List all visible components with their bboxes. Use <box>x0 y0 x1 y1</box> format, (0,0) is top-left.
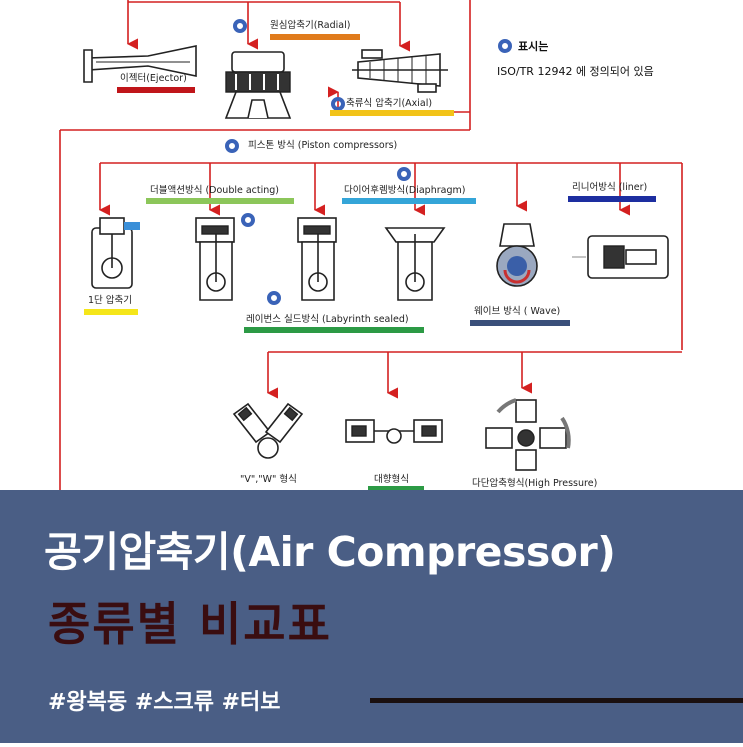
axial-color-bar <box>330 110 454 116</box>
axial-label: 축류식 압축기(Axial) <box>346 97 432 109</box>
ejector-color-bar <box>117 87 195 93</box>
radial-color-bar <box>270 34 360 40</box>
single-stage-label: 1단 압축기 <box>88 294 132 306</box>
note-body: ISO/TR 12942 에 정의되어 있음 <box>497 65 654 78</box>
liner-color-bar <box>568 196 656 202</box>
double-acting-label: 더블액션방식 (Double acting) <box>150 184 279 196</box>
high-pressure-label: 다단압축형식(High Pressure) <box>472 477 597 489</box>
labyrinth-label: 레이번스 실드방식 (Labyrinth sealed) <box>246 314 409 325</box>
diaphragm-label: 다이어후렘방식(Diaphragm) <box>344 184 465 196</box>
iso-marker-icon <box>331 97 345 111</box>
high-pressure-icon <box>485 398 571 471</box>
single-stage-icon <box>91 217 140 289</box>
wave-icon <box>496 223 538 287</box>
note-title: 표시는 <box>518 40 548 53</box>
labyrinth-color-bar <box>244 327 424 333</box>
liner-icon <box>572 235 669 279</box>
iso-marker-icon <box>498 39 512 53</box>
banner-title: 공기압축기(Air Compressor) <box>44 528 616 576</box>
diaphragm-color-bar <box>342 198 476 204</box>
title-banner: 공기압축기(Air Compressor) 종류별 비교표 #왕복동 #스크류 … <box>0 490 743 743</box>
axial-compressor-icon <box>352 49 448 93</box>
banner-divider <box>370 698 743 703</box>
iso-marker-icon <box>233 19 247 33</box>
double-acting-color-bar <box>146 198 294 204</box>
radial-compressor-icon <box>224 51 292 119</box>
ejector-icon <box>83 45 197 83</box>
banner-subtitle: 종류별 비교표 <box>48 597 332 651</box>
piston-label: 피스톤 방식 (Piston compressors) <box>248 140 397 151</box>
iso-marker-icon <box>241 213 255 227</box>
opposed-type-icon <box>345 419 443 444</box>
liner-label: 리니어방식 (liner) <box>572 182 647 193</box>
diaphragm-icon <box>384 227 446 301</box>
iso-marker-icon <box>225 139 239 153</box>
iso-marker-icon <box>397 167 411 181</box>
double-acting-icon <box>297 217 337 301</box>
vw-type-icon <box>232 402 304 459</box>
single-stage-color-bar <box>84 309 138 315</box>
radial-label: 원심압축기(Radial) <box>270 19 350 31</box>
banner-hashtags: #왕복동 #스크류 #터보 <box>48 690 281 715</box>
double-acting-icon <box>195 217 235 301</box>
ejector-label: 이젝터(Ejector) <box>120 73 187 84</box>
wave-color-bar <box>470 320 570 326</box>
vw-label: "V","W" 형식 <box>240 474 297 485</box>
iso-marker-icon <box>267 291 281 305</box>
opposed-color-bar <box>368 486 424 490</box>
opposed-label: 대향형식 <box>374 473 409 485</box>
wave-label: 웨이브 방식 ( Wave) <box>474 305 560 317</box>
